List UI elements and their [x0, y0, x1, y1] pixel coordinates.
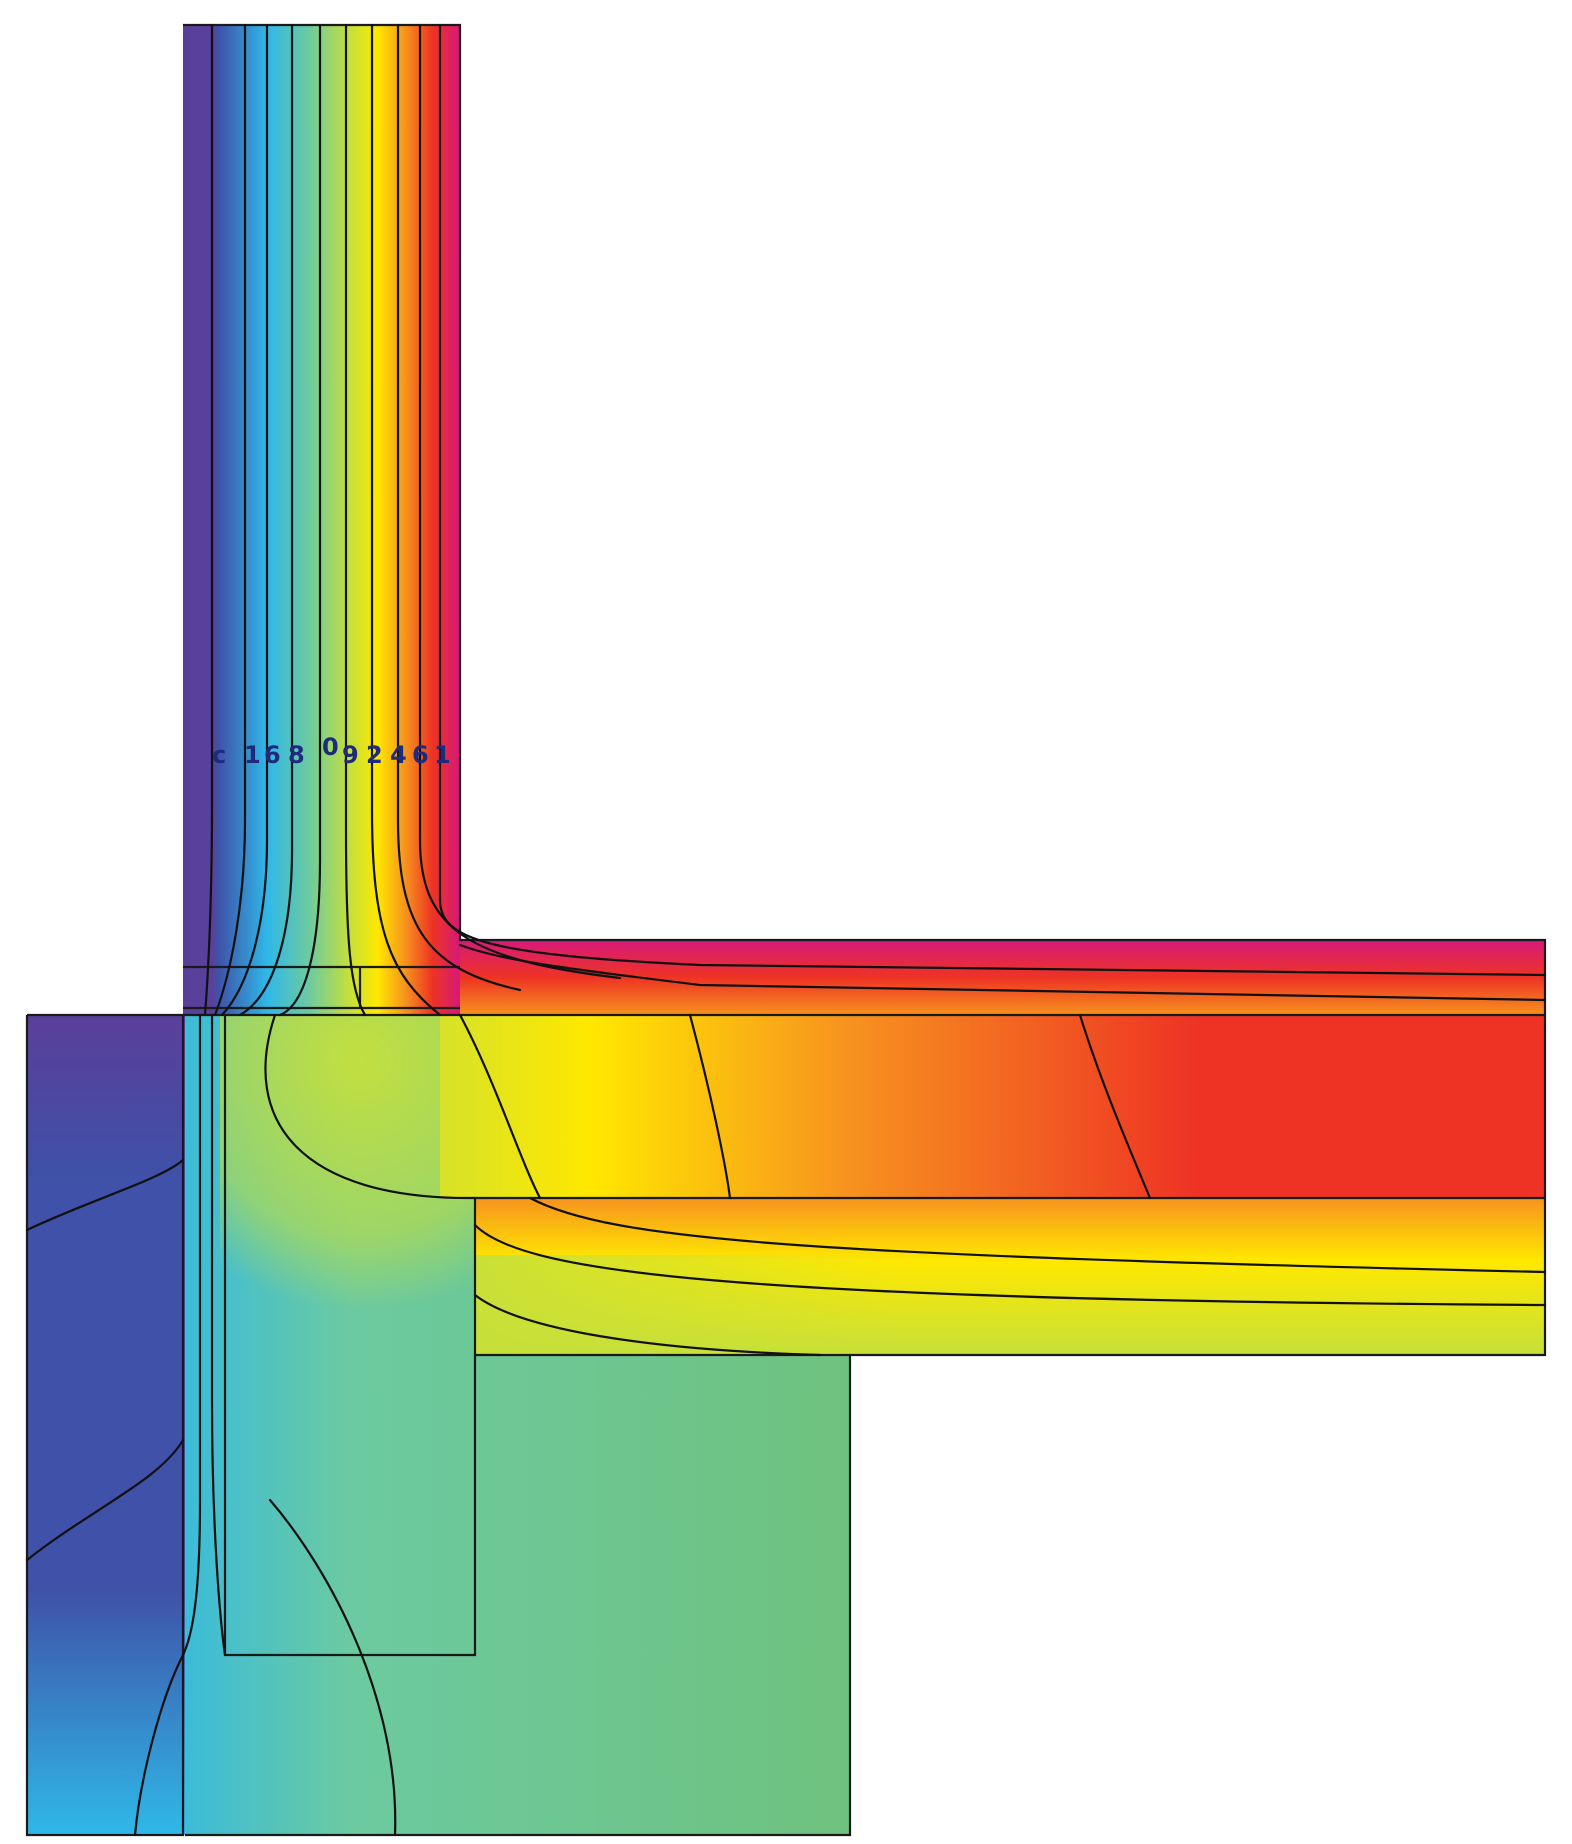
- isotherm-label-7: 4: [390, 741, 407, 769]
- slab-top-layer: [460, 940, 1545, 1015]
- isotherm-labels: c 1 6 8 0 9 2 4 6 1: [212, 733, 451, 769]
- isotherm-label-0: c: [212, 741, 226, 769]
- isotherm-label-5: 9: [342, 741, 359, 769]
- isotherm-label-8: 6: [412, 741, 429, 769]
- isotherm-label-6: 2: [366, 741, 383, 769]
- slab-middle-layer: [440, 1015, 1545, 1198]
- isotherm-label-1: 1: [244, 741, 261, 769]
- isotherm-label-4: 0: [322, 733, 339, 761]
- material-boundaries: [25, 23, 1547, 1837]
- upper-wall: [183, 25, 460, 1015]
- slab-isotherms: [25, 943, 1547, 1837]
- exterior-block: [27, 1015, 185, 1835]
- wall-cold-edge: [183, 25, 215, 1015]
- isotherm-label-3: 8: [288, 741, 305, 769]
- isotherm-label-2: 6: [264, 741, 281, 769]
- slab-lower-fade: [475, 1255, 900, 1355]
- wall-isotherms: [203, 23, 1547, 1017]
- isotherm-label-9: 1: [434, 741, 451, 769]
